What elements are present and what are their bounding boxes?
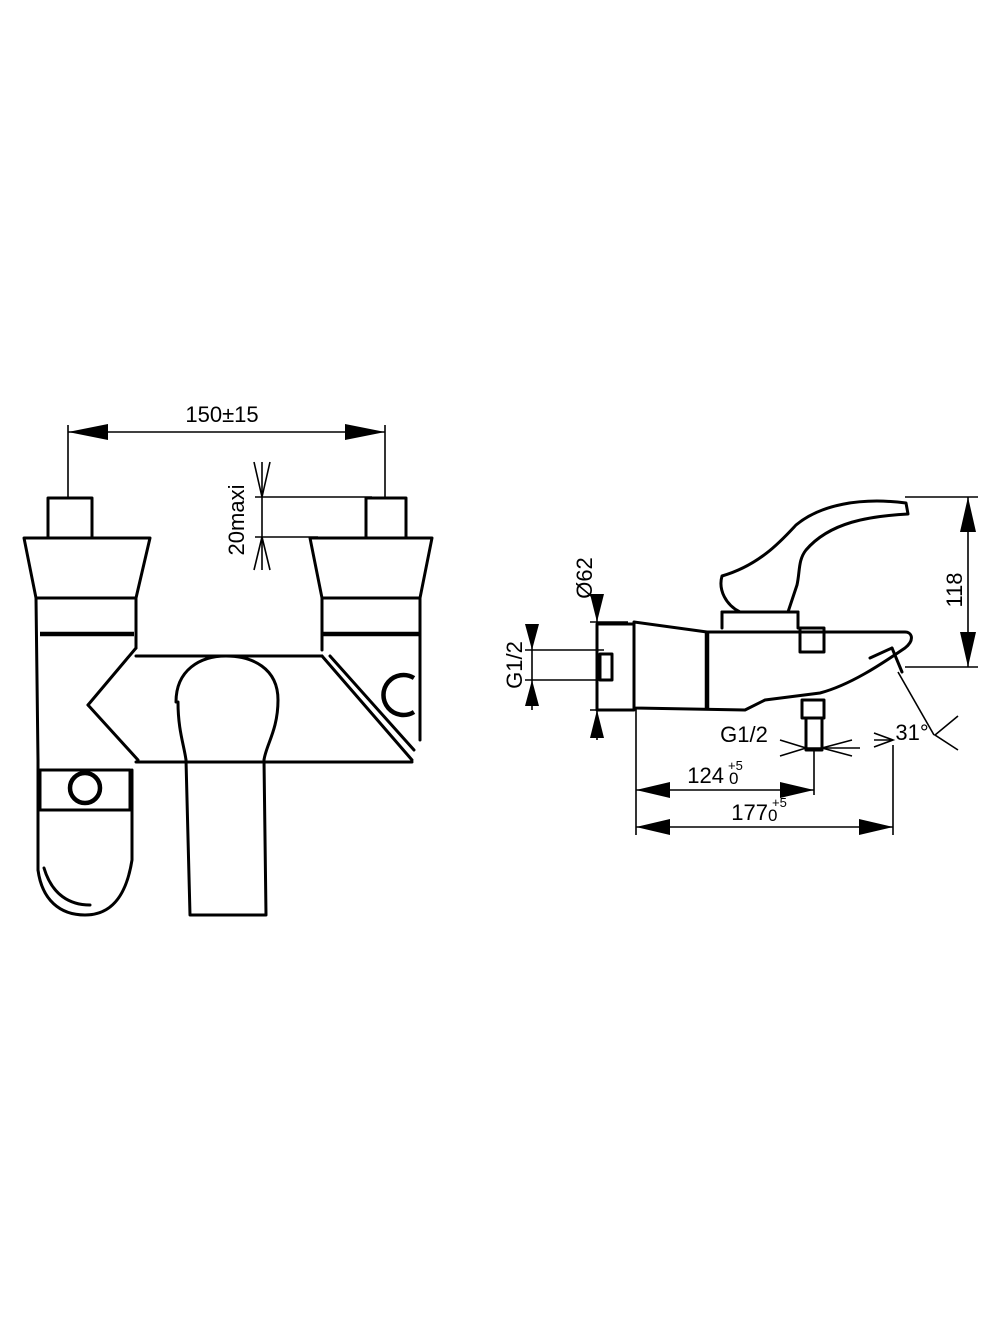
dim-diameter: Ø62	[572, 557, 628, 740]
diverter-knob	[36, 758, 134, 917]
front-view: 150±15 20maxi	[22, 402, 434, 917]
angle-dim-label: 31°	[895, 720, 928, 745]
inlet-thread-label: G1/2	[502, 641, 527, 689]
mixer-body	[86, 646, 416, 764]
outlet-thread-label: G1/2	[720, 722, 768, 747]
length-short-tol-lower: 0	[729, 769, 738, 788]
dim-length-short: 124 +5 0	[635, 708, 815, 835]
width-dim-label: 150±15	[185, 402, 258, 427]
dim-depth: 20maxi	[224, 461, 372, 571]
side-lever	[719, 499, 910, 630]
dim-outlet: G1/2	[720, 722, 860, 757]
side-outlet	[800, 698, 826, 752]
length-long-tol-upper: +5	[772, 795, 787, 810]
length-short-value: 124	[687, 763, 724, 788]
diameter-dim-label: Ø62	[572, 557, 597, 599]
side-body	[595, 620, 913, 712]
length-long-value: 177	[731, 800, 768, 825]
right-connector	[308, 496, 434, 742]
dim-inlet: G1/2	[502, 624, 604, 710]
shower-hook	[381, 672, 416, 718]
dim-angle: 31°	[873, 671, 959, 751]
lever-handle	[174, 654, 280, 917]
depth-dim-label: 20maxi	[224, 485, 249, 556]
dim-length-long: 177 +5 0	[636, 745, 894, 835]
length-long-tol-lower: 0	[768, 806, 777, 825]
height-dim-label: 118	[942, 572, 967, 607]
left-connector	[22, 496, 152, 762]
side-view: 118 Ø62 G1/2 G1/2	[502, 496, 978, 835]
dim-width: 150±15	[67, 402, 386, 498]
dim-height: 118	[905, 496, 978, 668]
length-short-tol-upper: +5	[728, 758, 743, 773]
